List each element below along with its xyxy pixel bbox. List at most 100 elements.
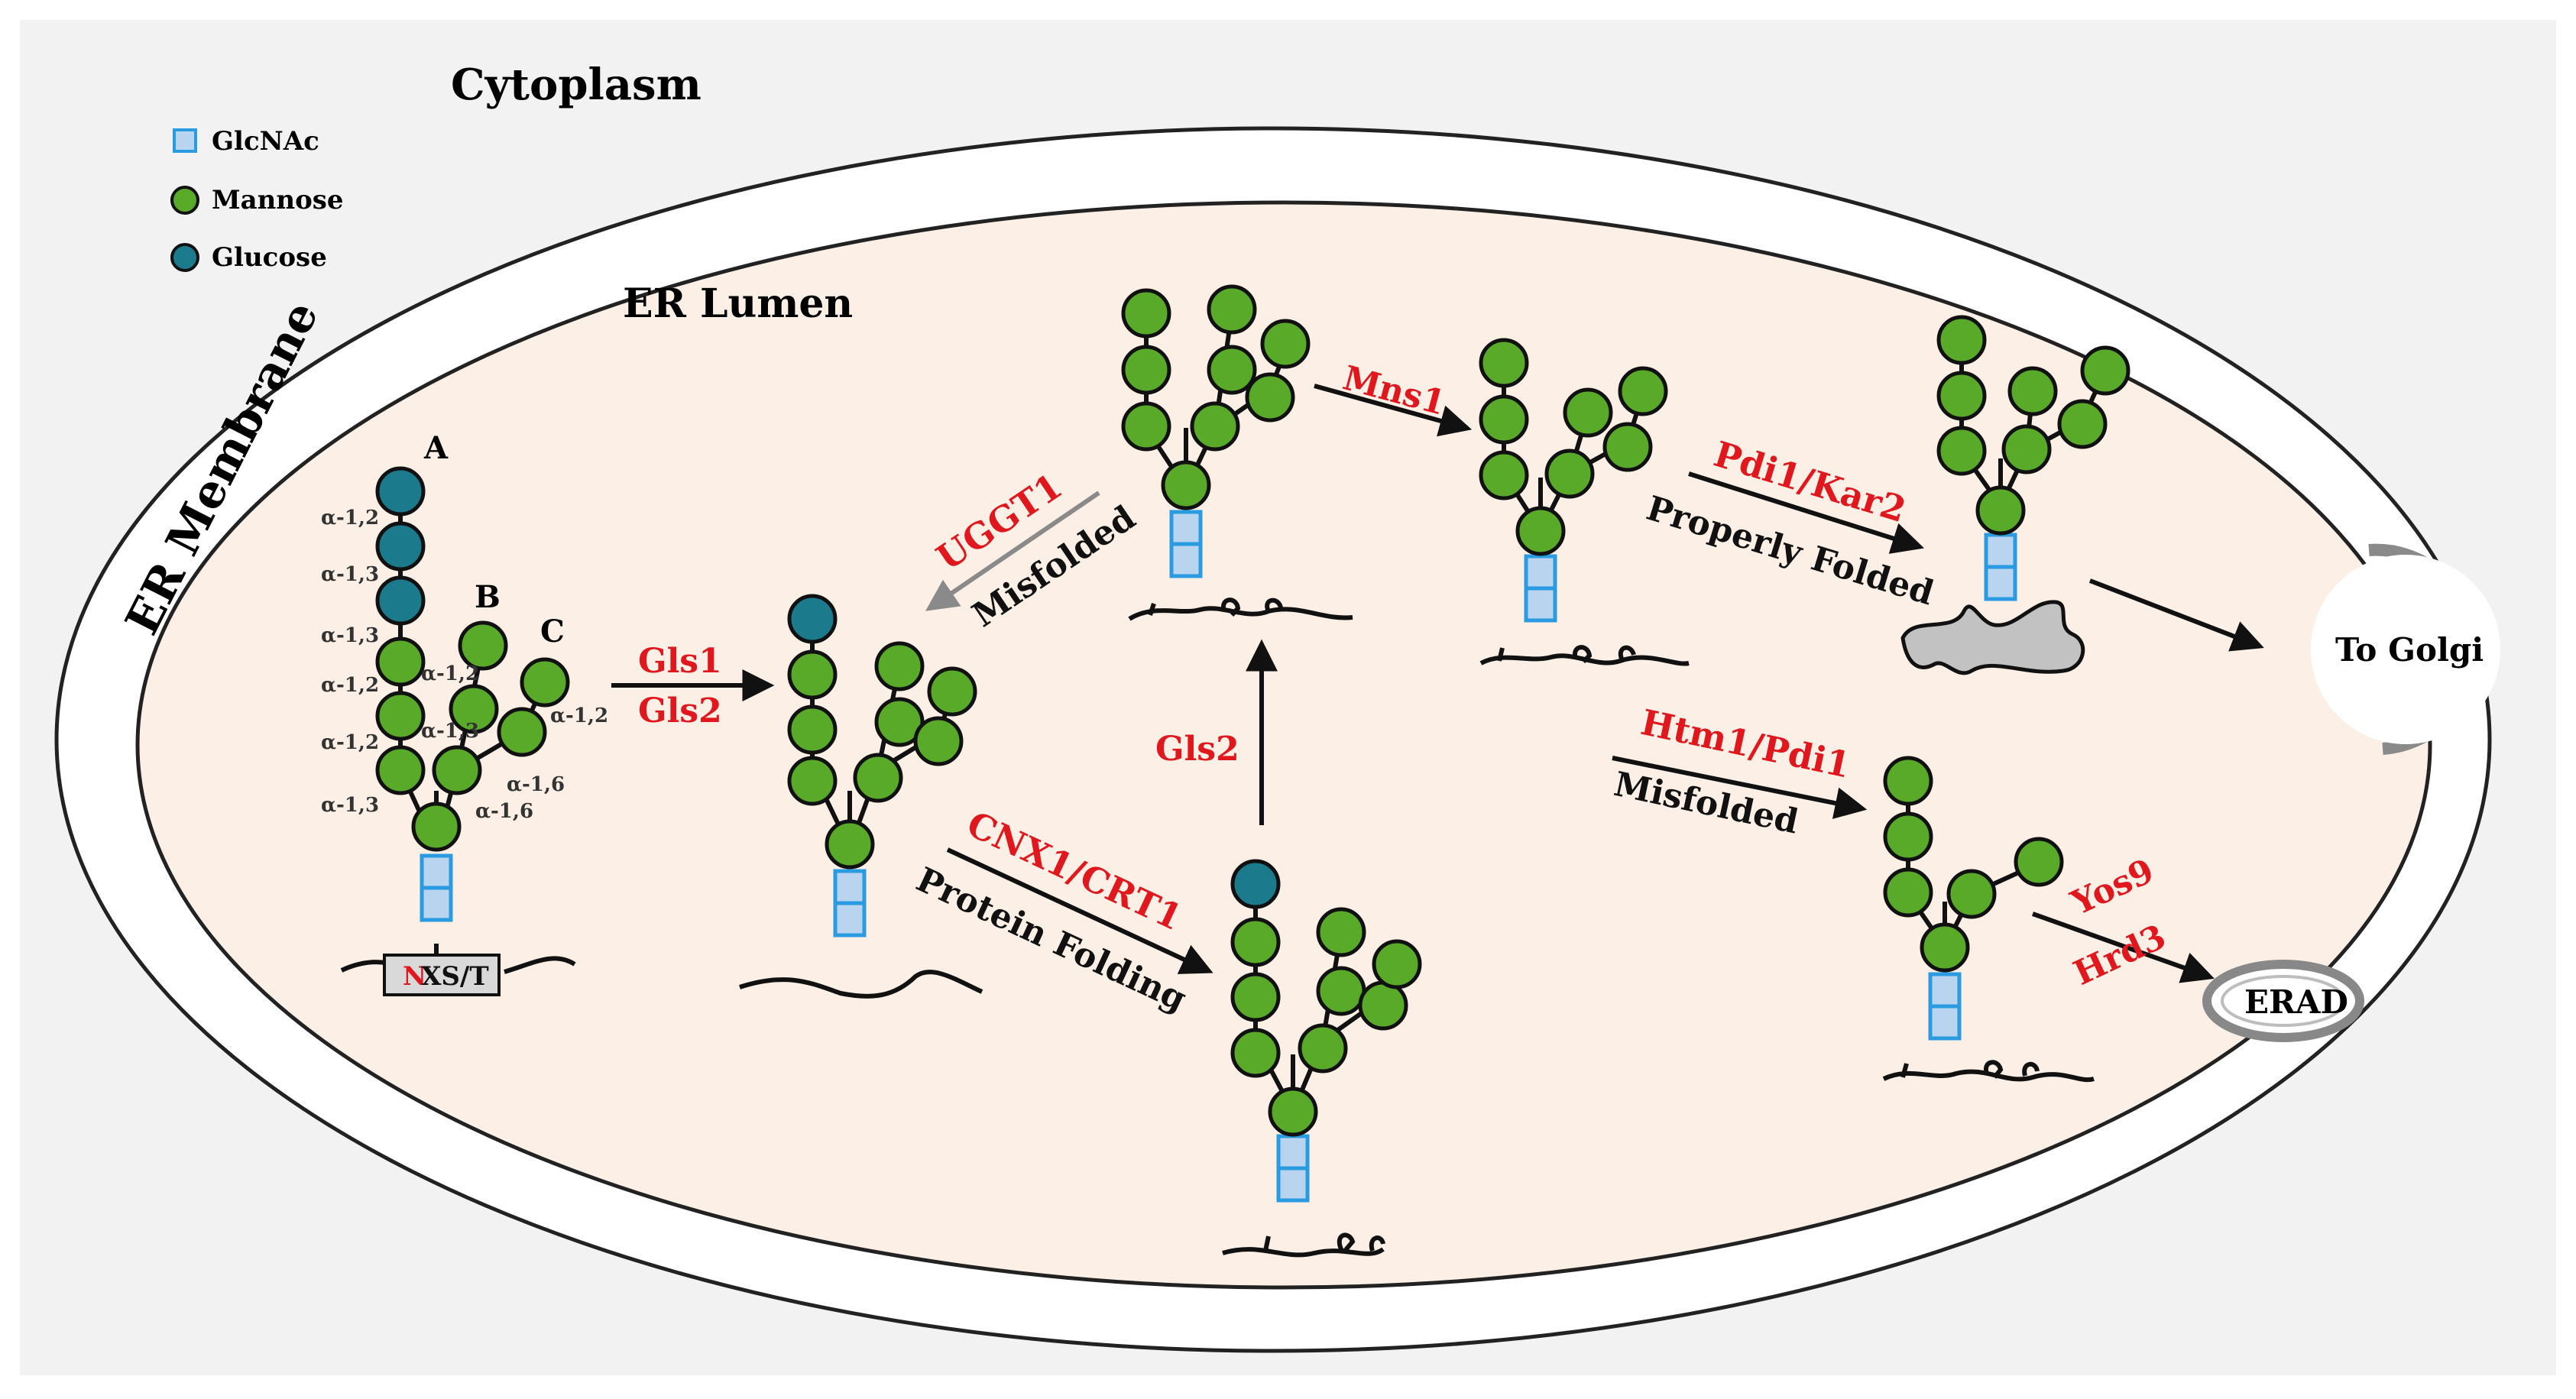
mannose-residue: [1372, 939, 1422, 989]
mannose-residue: [1602, 422, 1653, 472]
mannose-residue: [787, 649, 838, 700]
mannose-residue: [1230, 917, 1281, 967]
glycan-folding-residues: [1230, 859, 1422, 1200]
glycan-man9-residues: [1121, 284, 1311, 576]
mannose-residue: [874, 641, 925, 691]
mannose-residue: [913, 716, 964, 766]
mannose-residue: [1936, 426, 1987, 476]
glycan-monoglucosylated-residues: [787, 594, 977, 935]
branch-c-label: C: [540, 614, 565, 649]
mannose-residue: [375, 636, 426, 687]
glcnac-residue: [1526, 556, 1555, 620]
er-lumen: [135, 200, 2432, 1290]
linkage-label: α-1,2: [321, 674, 379, 697]
linkage-label: α-1,6: [507, 773, 565, 796]
mannose-legend-icon: [170, 186, 199, 215]
glcnac-legend-icon: [173, 128, 197, 153]
mannose-residue: [1298, 1023, 1348, 1074]
mannose-residue: [1358, 980, 1408, 1031]
mannose-residue: [449, 684, 499, 734]
mannose-residue: [1161, 460, 1211, 510]
linkage-label: α-1,2: [321, 507, 379, 529]
mannose-residue: [1260, 319, 1311, 369]
gls2-label: Gls2: [638, 691, 722, 730]
glcnac-residue: [1986, 535, 2015, 599]
mannose-residue: [520, 657, 570, 708]
mannose-residue: [1207, 345, 1257, 395]
to-golgi-label: To Golgi: [2335, 631, 2484, 669]
mannose-residue: [1883, 756, 1933, 806]
mannose-residue: [1479, 338, 1529, 388]
folded-protein-blob: [1900, 600, 2085, 675]
glcnac-residue: [835, 871, 864, 935]
mannose-residue: [825, 819, 875, 870]
mannose-residue: [1479, 450, 1529, 500]
mannose-residue: [2001, 424, 2052, 474]
glcnac-residue: [1278, 1136, 1307, 1200]
uggt1-arrow: [925, 491, 1100, 611]
mannose-residue: [787, 704, 838, 755]
branch-a-label: A: [423, 430, 449, 466]
mannose-residue: [1883, 867, 1933, 918]
mannose-residue: [1316, 907, 1366, 957]
glucose-residue: [375, 466, 426, 517]
mannose-residue: [2014, 837, 2064, 887]
htm1-arrow: [1612, 756, 1868, 819]
linkage-label: α-1,2: [550, 704, 608, 727]
nxst-n: N: [403, 961, 426, 992]
mannose-residue: [1268, 1086, 1318, 1137]
legend-glucose-label: Glucose: [212, 242, 327, 273]
er-lumen-label: ER Lumen: [623, 280, 853, 327]
linkage-label: α-1,3: [321, 624, 379, 647]
cytoplasm-label: Cytoplasm: [451, 60, 702, 110]
mannose-residue: [1883, 811, 1933, 862]
nxst-rest: XS/T: [421, 961, 489, 992]
mannose-residue: [1230, 1028, 1281, 1078]
mannose-residue: [1946, 869, 1997, 919]
mns1-arrow: [1314, 384, 1473, 437]
mannose-residue: [853, 753, 903, 803]
glucose-residue: [1230, 859, 1281, 909]
cnx-arrow: [946, 847, 1213, 974]
mannose-residue: [2007, 366, 2058, 416]
mannose-residue: [1207, 284, 1257, 335]
golgi-vesicle: [2311, 543, 2500, 755]
pdi-kar-arrow: [1688, 471, 1925, 554]
mannose-residue: [2057, 399, 2108, 449]
linkage-label: α-1,3: [421, 720, 479, 743]
erad-label: ERAD: [2244, 983, 2348, 1021]
mannose-residue: [1544, 449, 1595, 499]
mannose-residue: [1975, 485, 2026, 536]
glucose-residue: [375, 575, 426, 626]
glcnac-residue: [422, 856, 451, 920]
mannose-residue: [432, 745, 482, 795]
mannose-residue: [375, 691, 426, 741]
mannose-residue: [458, 620, 508, 671]
glycan-misfolded-residues: [1883, 756, 2064, 1038]
gls2-label-2: Gls2: [1155, 730, 1239, 769]
linkage-label: α-1,3: [321, 794, 379, 817]
glcnac-residue: [1171, 512, 1201, 576]
mannose-residue: [2080, 345, 2130, 396]
nxst-box: [383, 954, 501, 996]
mannose-residue: [1230, 972, 1281, 1022]
glucose-residue: [375, 521, 426, 572]
mannose-residue: [1121, 288, 1171, 338]
legend-glcnac-label: GlcNAc: [212, 126, 319, 157]
mannose-residue: [1479, 394, 1529, 445]
gls1-label: Gls1: [638, 642, 722, 681]
glucose-legend-icon: [170, 243, 199, 272]
glycan-folded-residues: [1936, 315, 2130, 599]
glycan-precursor-residues: [375, 466, 570, 996]
legend: GlcNAc Mannose Glucose: [170, 126, 344, 273]
mannose-residue: [375, 745, 426, 795]
mannose-residue: [1936, 315, 1987, 365]
glucose-residue: [787, 594, 838, 644]
mannose-residue: [1563, 387, 1613, 438]
mannose-residue: [497, 707, 547, 757]
mannose-residue: [1190, 401, 1240, 452]
mannose-residue: [1515, 506, 1566, 556]
mannose-residue: [1121, 401, 1171, 452]
yos9-hrd3-arrow: [2031, 912, 2215, 983]
